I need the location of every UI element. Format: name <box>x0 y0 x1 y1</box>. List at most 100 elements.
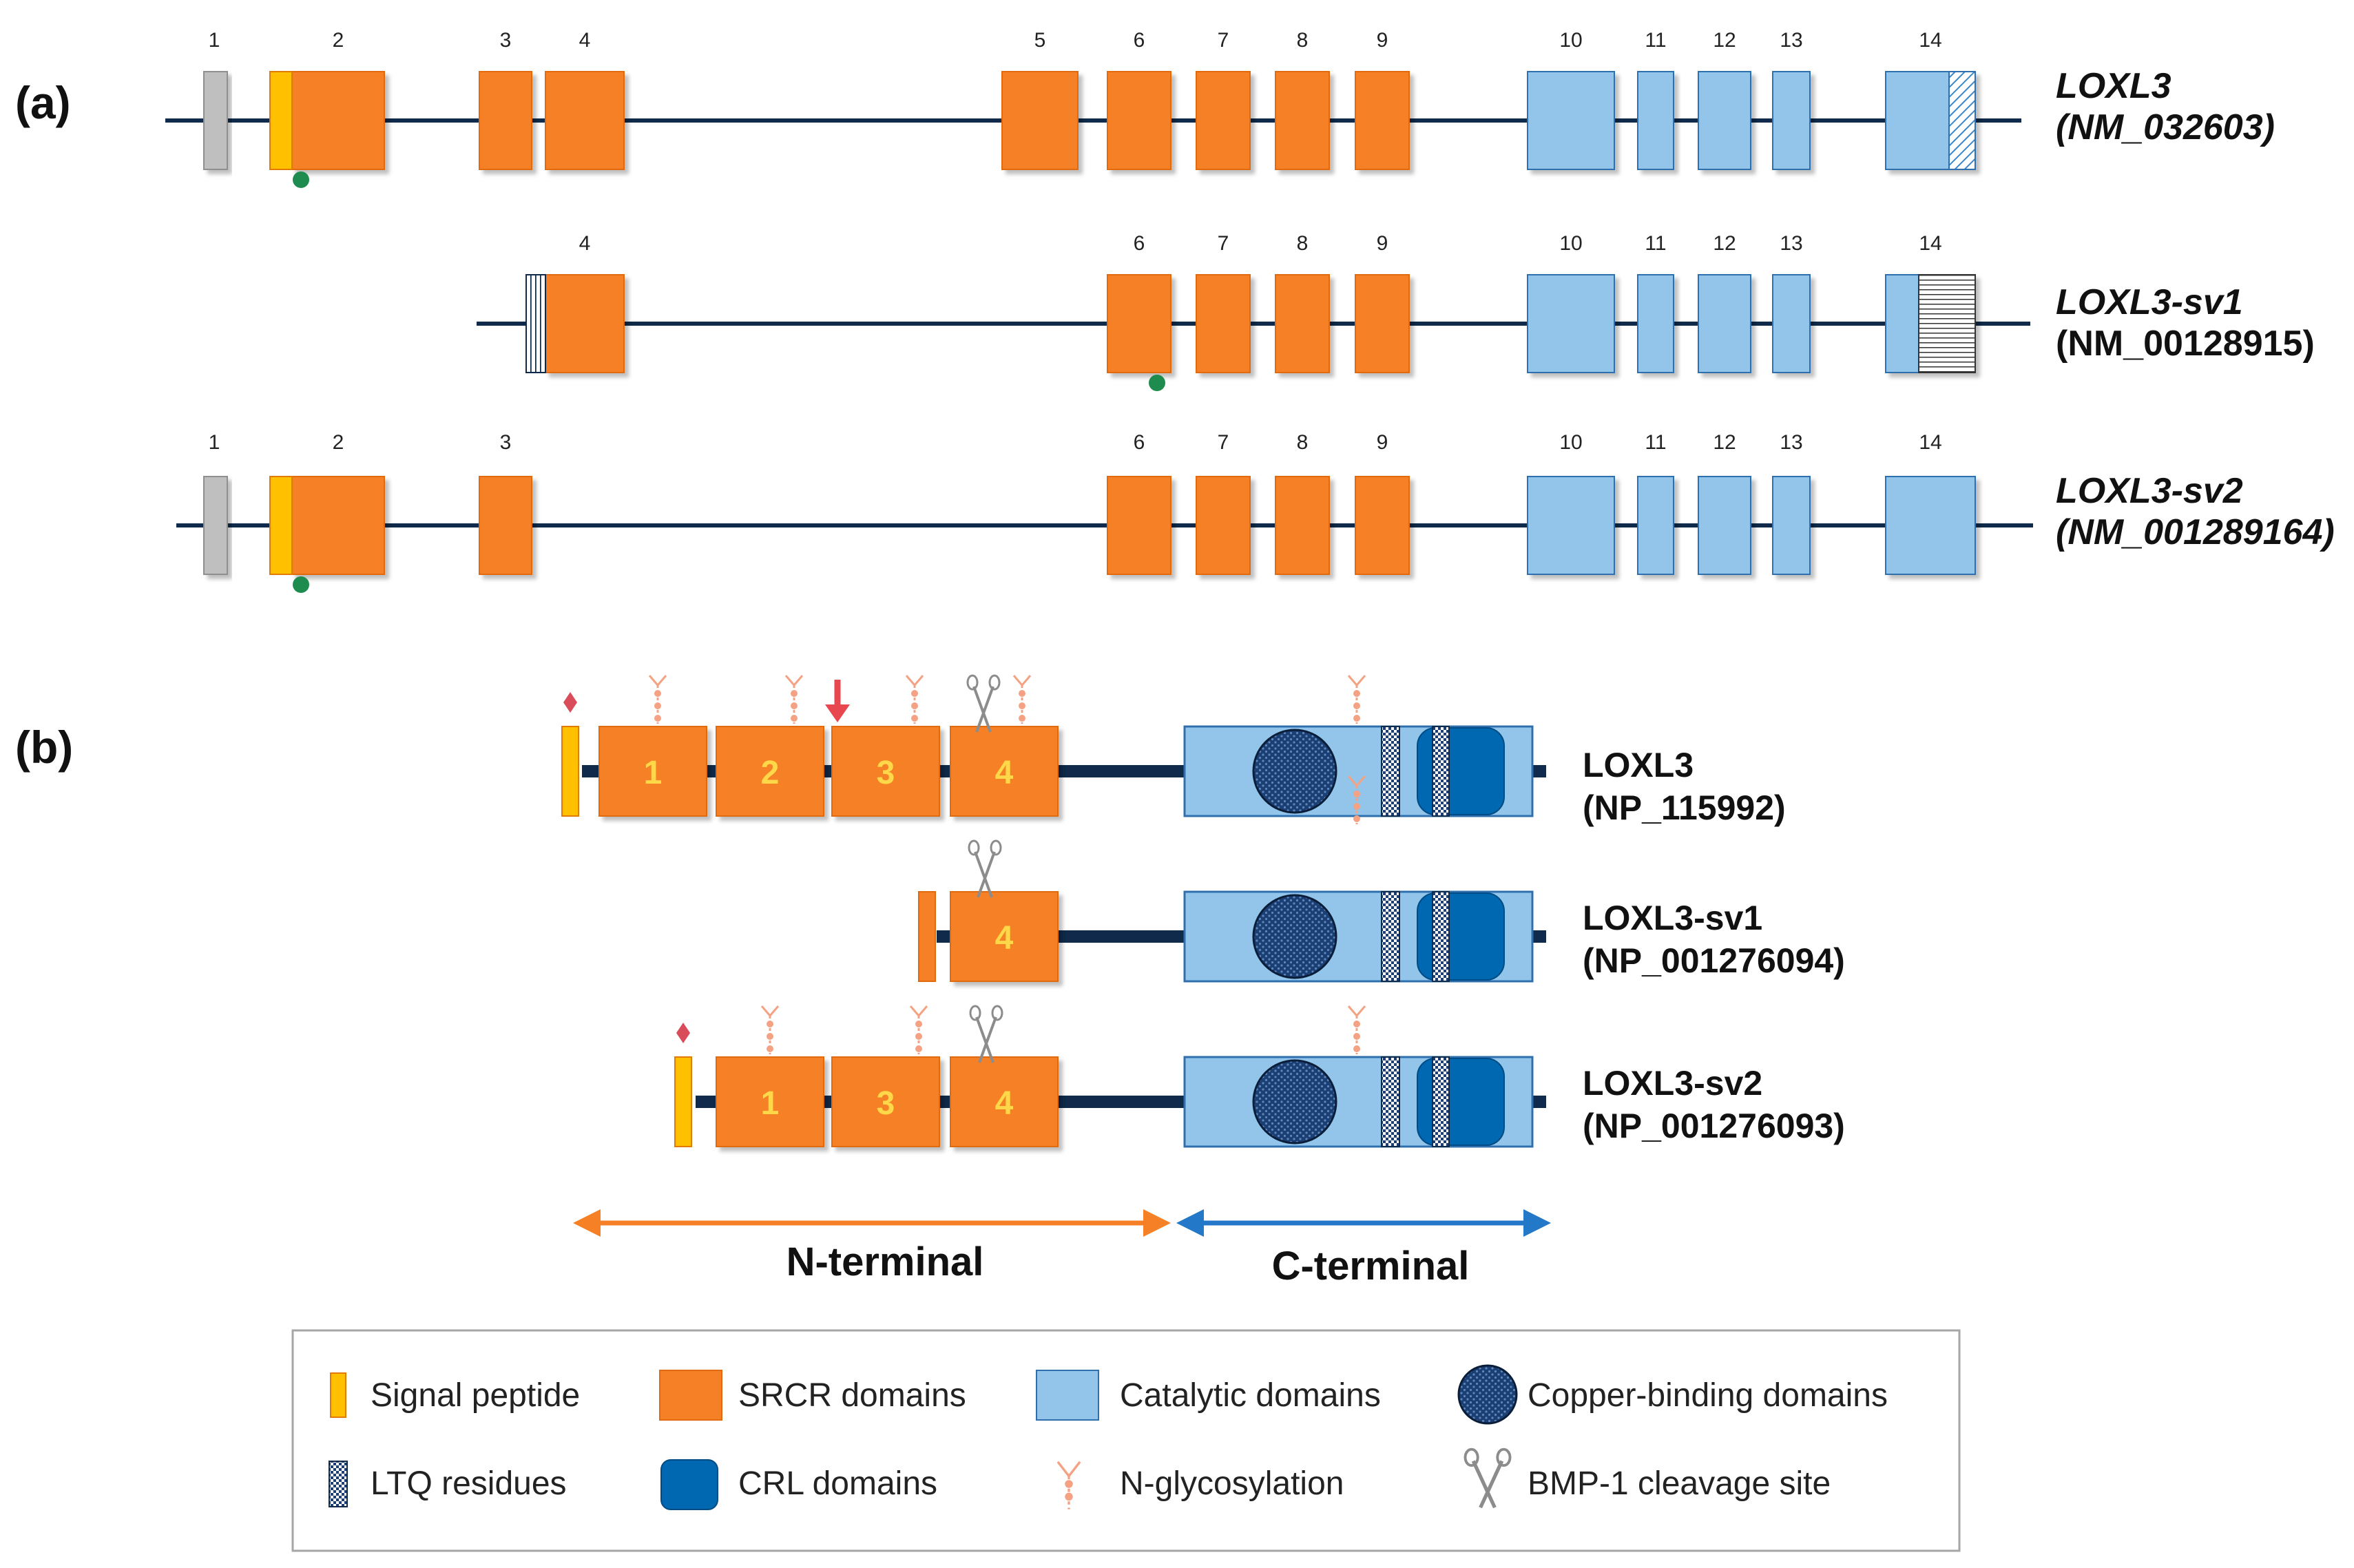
exon-box <box>1275 71 1330 170</box>
exon-box <box>1196 71 1251 170</box>
srcr-domain-box <box>716 726 824 817</box>
n-terminal-segment <box>918 891 936 982</box>
exon-number: 12 <box>1713 29 1736 52</box>
exon: 13 <box>1772 232 1811 373</box>
ltq-residue-icon <box>329 1461 348 1507</box>
ltq-residue <box>1381 1056 1400 1147</box>
signal-peptide-segment <box>269 71 293 170</box>
exon: 8 <box>1275 232 1330 373</box>
exon-box <box>1527 476 1615 575</box>
exon-box <box>1698 71 1751 170</box>
srcr-domain: 4 <box>950 726 1059 817</box>
n-glycosylation-icon <box>784 675 804 724</box>
legend-label: LTQ residues <box>371 1465 567 1502</box>
exon-number: 11 <box>1645 431 1666 454</box>
ltq-residue <box>1432 891 1450 982</box>
exon-box <box>291 71 385 170</box>
exon-number: 7 <box>1218 232 1229 255</box>
srcr-domain: 4 <box>950 1056 1059 1147</box>
exon-box <box>1527 274 1615 373</box>
exon-number: 11 <box>1645 232 1666 255</box>
exon-box <box>1355 274 1410 373</box>
legend-label: N-glycosylation <box>1120 1465 1344 1502</box>
scissors-icon <box>968 839 1002 898</box>
exon-number: 10 <box>1559 232 1582 255</box>
n-glycosylation-icon <box>1347 675 1366 724</box>
exon: 10 <box>1527 29 1615 170</box>
exon: 6 <box>1107 232 1171 391</box>
exon-box <box>1107 71 1171 170</box>
exon: 7 <box>1196 431 1251 575</box>
exon-box <box>203 71 228 170</box>
exon: 3 <box>479 431 532 575</box>
catalytic-domain-icon <box>1036 1370 1099 1421</box>
exon: 1 <box>203 29 228 170</box>
exon-number: 11 <box>1645 29 1666 52</box>
exon-number: 6 <box>1134 29 1145 52</box>
exon: 2 <box>269 431 385 593</box>
ltq-residue <box>1381 726 1400 817</box>
copper-binding-domain <box>1252 729 1337 814</box>
exon: 6 <box>1107 431 1171 575</box>
exon-box <box>479 71 532 170</box>
exon-box <box>545 71 625 170</box>
exon: 13 <box>1772 29 1811 170</box>
exon-box <box>1637 71 1674 170</box>
exon-number: 7 <box>1218 29 1229 52</box>
exon-number: 10 <box>1559 431 1582 454</box>
exon: 2 <box>269 29 385 188</box>
srcr-domain-box <box>950 891 1059 982</box>
exon-number: 2 <box>333 29 344 52</box>
transcript-accession: (NM_032603) <box>2056 107 2275 147</box>
transcript-label-loxl3: LOXL3 (NM_032603) <box>2056 66 2275 147</box>
exon: 4 <box>525 232 625 373</box>
exon-number: 6 <box>1134 232 1145 255</box>
exon: 9 <box>1355 29 1410 170</box>
scissors-icon <box>966 674 1001 733</box>
srcr-domain: 4 <box>950 891 1059 982</box>
legend: Signal peptide SRCR domains Catalytic do… <box>291 1329 1961 1552</box>
exon: 3 <box>479 29 532 170</box>
crl-domain <box>1417 892 1505 981</box>
transcript-name: LOXL3-sv1 <box>2056 282 2243 322</box>
exon-box <box>1196 274 1251 373</box>
crl-domain-icon <box>660 1459 718 1510</box>
legend-label: BMP-1 cleavage site <box>1528 1465 1831 1502</box>
transcript-label-loxl3-sv1: LOXL3-sv1 (NM_00128915) <box>2056 282 2315 364</box>
exon-box <box>1275 476 1330 575</box>
utr-hatched-segment <box>1948 71 1976 170</box>
ltq-residue <box>1432 726 1450 817</box>
srcr-domain-number: 4 <box>995 755 1014 791</box>
srcr-domain-box <box>716 1056 824 1147</box>
ltq-residue <box>1432 1056 1450 1147</box>
exon-box <box>1001 71 1079 170</box>
n-glycosylation-icon <box>1012 675 1032 724</box>
exon: 6 <box>1107 29 1171 170</box>
srcr-domain: 1 <box>598 726 707 817</box>
exon: 8 <box>1275 29 1330 170</box>
exon: 14 <box>1885 431 1976 575</box>
protein-label-loxl3: LOXL3 (NP_115992) <box>1583 746 1786 827</box>
copper-binding-icon <box>1457 1364 1518 1425</box>
exon-box <box>1772 71 1811 170</box>
protein-name: LOXL3-sv1 <box>1583 899 1762 937</box>
exon-number: 12 <box>1713 431 1736 454</box>
srcr-domain-icon <box>659 1370 722 1421</box>
exon-box <box>545 274 625 373</box>
exon: 12 <box>1698 431 1751 575</box>
n-glycosylation-icon <box>909 1005 928 1054</box>
exon-number: 3 <box>500 29 512 52</box>
srcr-domain-number: 2 <box>761 755 780 791</box>
exon: 12 <box>1698 232 1751 373</box>
exon-number: 9 <box>1377 29 1388 52</box>
exon-number: 3 <box>500 431 512 454</box>
catalytic-region <box>1183 725 1534 817</box>
legend-label: Signal peptide <box>371 1377 580 1414</box>
exon: 4 <box>545 29 625 170</box>
catalytic-region <box>1183 890 1534 983</box>
exon: 9 <box>1355 232 1410 373</box>
legend-box <box>291 1329 1961 1552</box>
